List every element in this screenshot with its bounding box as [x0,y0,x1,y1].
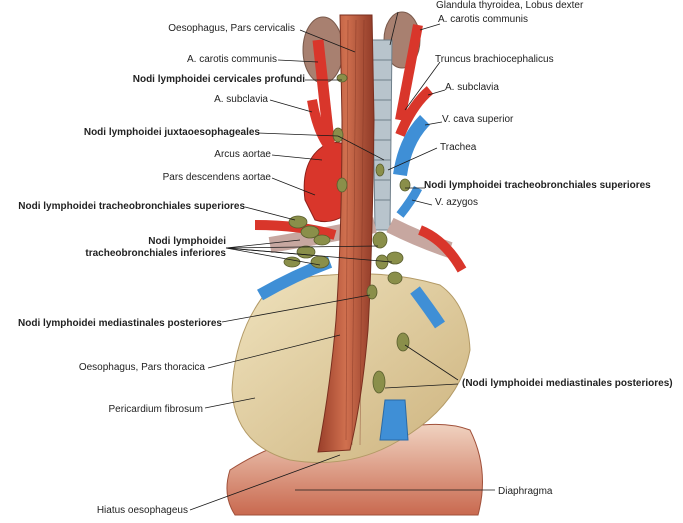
label-a-carotis-communis-right: A. carotis communis [186,54,277,65]
leader-lines [189,11,495,511]
label-nodi-tracheobronchiales-sup-right: Nodi lymphoidei tracheobronchiales super… [424,180,651,191]
label-oesophagus-pars-thoracica: Oesophagus, Pars thoracica [78,362,205,373]
label-trachea: Trachea [440,142,477,153]
label-arcus-aortae: Arcus aortae [214,149,271,160]
subclavia-right [307,99,336,154]
label-diaphragma: Diaphragma [498,486,553,497]
label-oesophagus-pars-cervicalis: Oesophagus, Pars cervicalis [168,23,295,34]
label-pericardium-fibrosum: Pericardium fibrosum [108,404,203,415]
label-pars-descendens-aortae: Pars descendens aortae [162,172,271,183]
vena-cava [393,115,431,177]
label-v-azygos: V. azygos [435,197,478,208]
label-nodi-tracheobronchiales-sup-left: Nodi lymphoidei tracheobronchiales super… [18,201,245,212]
label-nodi-juxtaoesophageales: Nodi lymphoidei juxtaoesophageales [83,127,260,138]
label-nodi-mediastinales-posteriores: Nodi lymphoidei mediastinales posteriore… [18,318,222,329]
label-nodi-tracheobronchiales-inf-1: Nodi lymphoidei [148,236,226,247]
label-a-carotis-communis-left: A. carotis communis [438,14,529,25]
label-a-subclavia-left: A. subclavia [445,82,499,93]
vena-cava-inferior [379,399,409,441]
label-nodi-mediastinales-posteriores-paren: (Nodi lymphoidei mediastinales posterior… [462,378,673,389]
label-v-cava-superior: V. cava superior [442,114,514,125]
vena-azygos [396,185,423,218]
label-nodi-cervicales-profundi: Nodi lymphoidei cervicales profundi [132,74,305,85]
subclavia-left [395,86,434,137]
label-a-subclavia-right: A. subclavia [214,94,268,105]
label-hiatus-oesophageus: Hiatus oesophageus [96,505,188,516]
pulm-artery-left [417,225,467,273]
label-truncus-brachiocephalicus: Truncus brachiocephalicus [435,54,554,65]
trachea-rings [373,59,392,201]
label-nodi-tracheobronchiales-inf-2: tracheobronchiales inferiores [85,248,226,259]
esophagus-shape [317,14,375,453]
pulm-vein-left [410,286,445,329]
label-glandula-thyroidea: Glandula thyroidea, Lobus dexter [436,0,584,11]
carotis-left [395,24,423,121]
trachea-shape [371,39,393,231]
carotis-right [312,39,336,151]
esophagus-fibers [345,19,365,446]
